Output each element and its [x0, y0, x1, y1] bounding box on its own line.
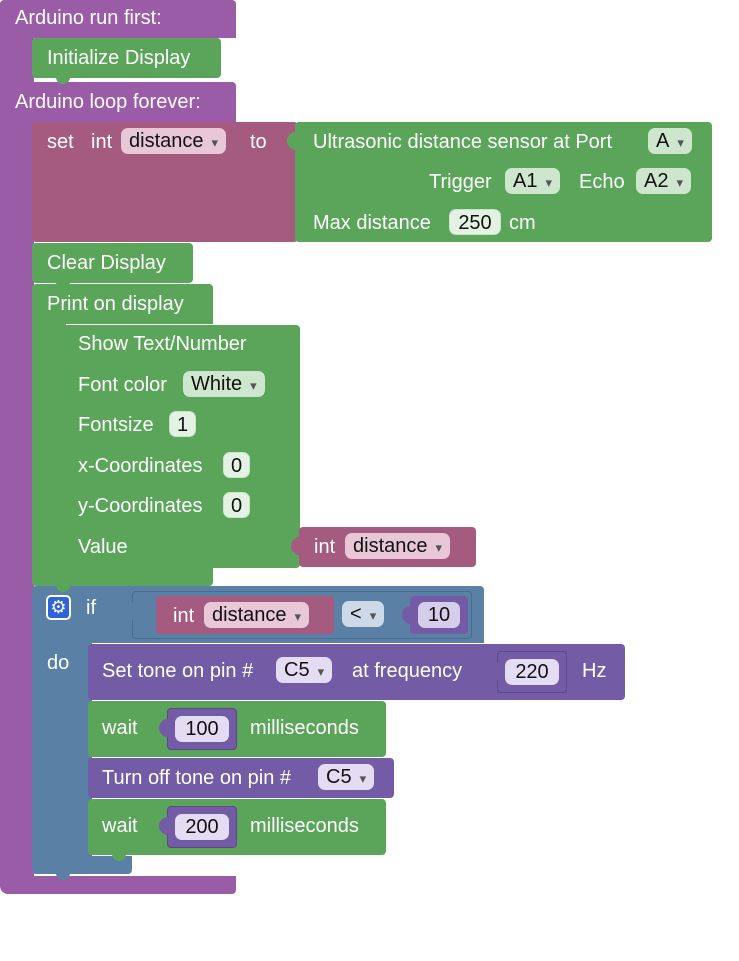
- frequency-label: at frequency: [352, 660, 463, 682]
- notch-initialize: [56, 76, 70, 84]
- notch-if: [56, 872, 70, 880]
- condition-variable-type: int: [173, 605, 195, 627]
- x-coordinates-label: x-Coordinates: [78, 455, 203, 477]
- font-color-dropdown[interactable]: White: [183, 371, 265, 397]
- arduino-run-first-block[interactable]: [0, 0, 236, 38]
- if-label: if: [86, 597, 96, 619]
- turn-off-tone-label: Turn off tone on pin #: [102, 767, 292, 789]
- tone-pin-dropdown[interactable]: C5: [276, 657, 333, 683]
- trigger-label: Trigger: [429, 171, 492, 193]
- if-do-spine: [32, 640, 92, 860]
- wait-input-2[interactable]: 200: [175, 814, 229, 840]
- set-to-label: to: [250, 131, 267, 153]
- if-footer: [32, 856, 132, 874]
- wait-label-1: wait: [102, 717, 138, 739]
- echo-dropdown[interactable]: A2: [636, 168, 691, 194]
- wait-connector-1: [159, 719, 169, 737]
- wait-input-1[interactable]: 100: [175, 716, 229, 742]
- max-distance-input[interactable]: 250: [449, 209, 501, 235]
- port-dropdown[interactable]: A: [648, 128, 692, 154]
- loop-forever-spine: [0, 120, 34, 880]
- print-on-display-label: Print on display: [47, 293, 184, 315]
- value-variable-type: int: [314, 536, 336, 558]
- value-variable-connector: [291, 537, 301, 555]
- condition-variable-dropdown[interactable]: distance: [204, 602, 310, 628]
- notch-show-text: [88, 566, 102, 574]
- operator-dropdown[interactable]: <: [342, 601, 385, 627]
- run-first-stack-spine: [0, 36, 34, 86]
- frequency-input[interactable]: 220: [505, 659, 559, 685]
- clear-display-block[interactable]: [32, 243, 193, 283]
- show-text-number-block[interactable]: [63, 325, 300, 568]
- set-variable-dropdown[interactable]: distance: [121, 128, 227, 154]
- loop-forever-header[interactable]: [0, 82, 236, 124]
- ultrasonic-label: Ultrasonic distance sensor at Port: [313, 131, 613, 153]
- wait-unit-1: milliseconds: [250, 717, 359, 739]
- print-on-display-block[interactable]: [32, 284, 213, 324]
- clear-display-label: Clear Display: [47, 252, 166, 274]
- loop-forever-footer: [0, 876, 236, 894]
- print-on-display-spine: [32, 320, 66, 570]
- print-on-display-footer: [32, 568, 213, 586]
- trigger-dropdown[interactable]: A1: [505, 168, 560, 194]
- wait-block-1[interactable]: [88, 701, 386, 757]
- turn-off-pin-dropdown[interactable]: C5: [318, 764, 375, 790]
- font-color-label: Font color: [78, 374, 167, 396]
- loop-forever-label: Arduino loop forever:: [15, 91, 201, 113]
- run-first-label: Arduino run first:: [15, 7, 162, 29]
- compare-value-connector: [402, 606, 412, 624]
- frequency-connector: [489, 662, 499, 680]
- initialize-display-block[interactable]: [32, 38, 221, 78]
- max-distance-label: Max distance: [313, 212, 431, 234]
- frequency-unit: Hz: [582, 660, 607, 682]
- value-label: Value: [78, 536, 128, 558]
- initialize-display-label: Initialize Display: [47, 47, 191, 69]
- x-coordinates-input[interactable]: 0: [223, 452, 250, 478]
- notch-print: [56, 584, 70, 592]
- wait-connector-2: [159, 817, 169, 835]
- wait-label-2: wait: [102, 815, 138, 837]
- max-distance-unit: cm: [509, 212, 536, 234]
- gear-icon[interactable]: ⚙: [46, 595, 71, 620]
- set-type-label: int: [91, 131, 113, 153]
- set-tone-label: Set tone on pin #: [102, 660, 254, 682]
- echo-label: Echo: [579, 171, 625, 193]
- fontsize-label: Fontsize: [78, 414, 154, 436]
- set-label: set: [47, 131, 74, 153]
- wait-block-2[interactable]: [88, 799, 386, 855]
- notch-wait-2: [112, 853, 126, 861]
- y-coordinates-input[interactable]: 0: [223, 492, 250, 518]
- ultrasonic-connector: [287, 132, 297, 150]
- y-coordinates-label: y-Coordinates: [78, 495, 203, 517]
- comparison-connector: [124, 602, 134, 620]
- show-text-number-title: Show Text/Number: [78, 333, 247, 355]
- compare-value-input[interactable]: 10: [418, 602, 460, 628]
- value-variable-dropdown[interactable]: distance: [345, 533, 451, 559]
- do-label: do: [47, 652, 70, 674]
- notch-clear: [56, 281, 70, 289]
- fontsize-input[interactable]: 1: [169, 411, 196, 437]
- wait-unit-2: milliseconds: [250, 815, 359, 837]
